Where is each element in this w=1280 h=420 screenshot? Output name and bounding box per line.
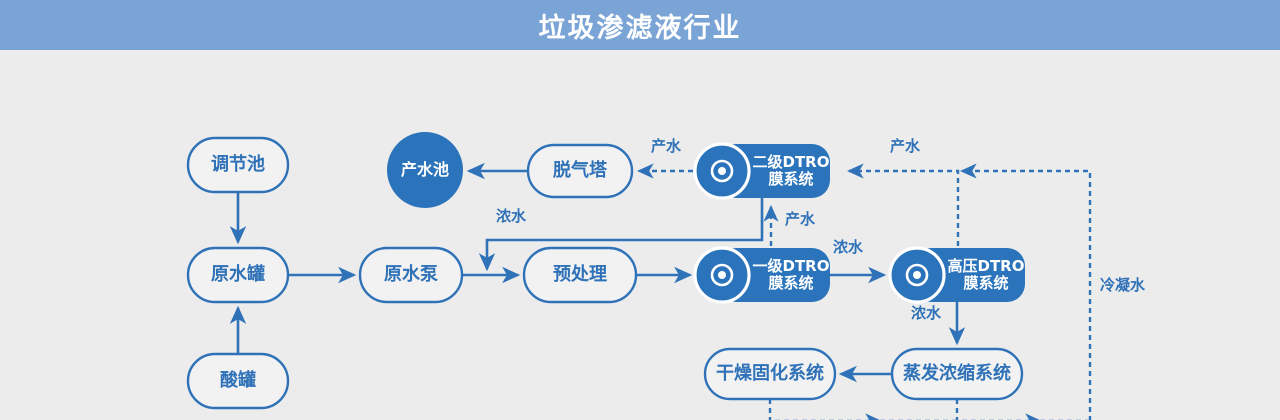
node-shape-ganzao[interactable]: [703, 347, 837, 401]
flowchart-svg: [186, 132, 1092, 420]
edge-ganzao-to-bottom-rail: [768, 399, 883, 420]
node-shape-yuanshuiguan[interactable]: [186, 246, 290, 304]
node-shape-suanguan[interactable]: [186, 352, 290, 410]
node-shape-yuchuli[interactable]: [522, 246, 638, 304]
node-shape-tiaojiechi[interactable]: [186, 136, 290, 194]
membrane-disc-icon-core: [913, 271, 921, 279]
node-shape-zhengfa[interactable]: [890, 347, 1024, 401]
membrane-disc-icon-core: [718, 167, 726, 175]
membrane-disc-icon-ring: [710, 159, 734, 183]
membrane-disc-icon-ring: [905, 263, 929, 287]
edge-zhengfa-to-bottom-rail: [955, 399, 1043, 420]
edge-dtro2-nongshui-recycle: [478, 198, 764, 272]
node-shape-chanshuichi[interactable]: [387, 132, 463, 208]
edge-lengningshui-return-to-dtro2: [959, 163, 1092, 420]
page-title: 垃圾渗滤液行业: [538, 12, 742, 44]
node-shape-tuoqita[interactable]: [526, 143, 634, 199]
flowchart-canvas: 调节池 原水罐 酸罐 原水泵 预处理 产水池 脱气塔 二级DTRO 膜系统 一级…: [0, 50, 1280, 420]
node-shape-yuanshuibeng[interactable]: [358, 246, 464, 304]
page-title-bar: 垃圾渗滤液行业: [0, 0, 1280, 50]
membrane-disc-icon-ring: [710, 263, 734, 287]
membrane-disc-icon-core: [718, 271, 726, 279]
edge-dtro-hp-chanshui-to-dtro2: [846, 163, 960, 246]
